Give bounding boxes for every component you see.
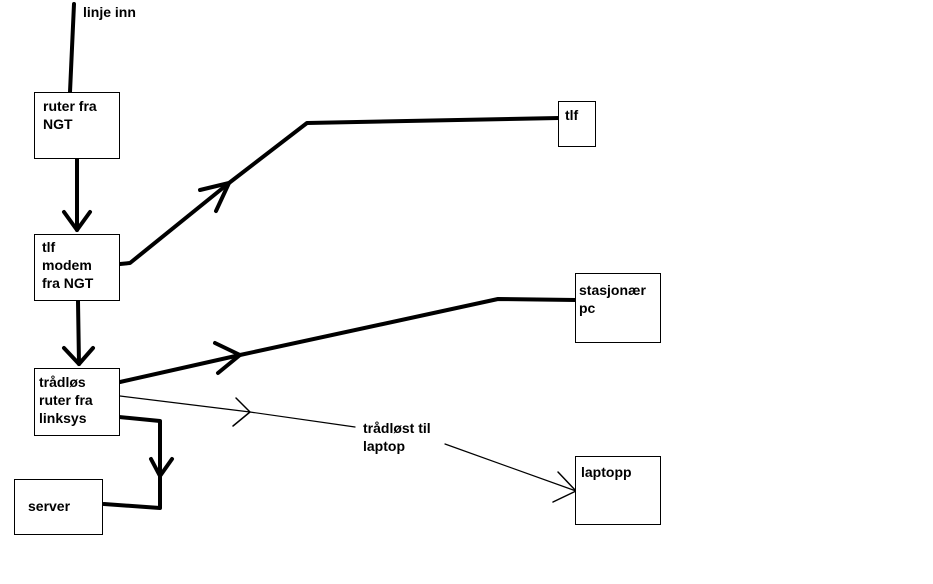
wireless-router-label: trådløs ruter fra linksys — [39, 374, 93, 426]
server-box: server — [14, 479, 103, 535]
arrowhead-wireless-router-to-server — [149, 457, 174, 478]
arrowhead-wireless-to-laptop — [232, 397, 251, 427]
wire-modem-to-wireless-router — [76, 299, 81, 366]
wire-wireless-router-to-server — [102, 415, 162, 510]
line-in-label: linje inn — [83, 4, 136, 20]
arrowhead-modem-to-wireless-router — [62, 346, 95, 366]
laptop-label: laptopp — [581, 464, 632, 480]
phone-modem-box: tlf modem fra NGT — [34, 234, 120, 301]
router-ngt-label: ruter fra NGT — [43, 98, 97, 132]
phone-modem-label: tlf modem fra NGT — [42, 239, 94, 291]
phone-box: tlf — [558, 101, 596, 147]
wireless-to-laptop-annotation: trådløst til laptop — [363, 420, 431, 454]
phone-label: tlf — [565, 107, 579, 123]
wire-wireless-to-laptop-b — [444, 443, 577, 492]
wire-modem-to-phone — [118, 116, 561, 266]
desktop-pc-label: stasjonær pc — [579, 282, 646, 316]
wireless-router-box: trådløs ruter fra linksys — [34, 368, 120, 436]
arrowhead-wireless-router-to-desktop — [213, 341, 242, 375]
desktop-pc-box: stasjonær pc — [575, 273, 661, 343]
laptop-box: laptopp — [575, 456, 661, 525]
server-label: server — [28, 498, 71, 514]
router-ngt-box: ruter fra NGT — [34, 92, 120, 159]
arrowhead-router-to-modem — [62, 210, 92, 232]
arrowhead-modem-to-phone — [198, 181, 231, 213]
wire-wireless-router-to-desktop — [118, 297, 578, 384]
wire-line-in — [68, 2, 76, 94]
